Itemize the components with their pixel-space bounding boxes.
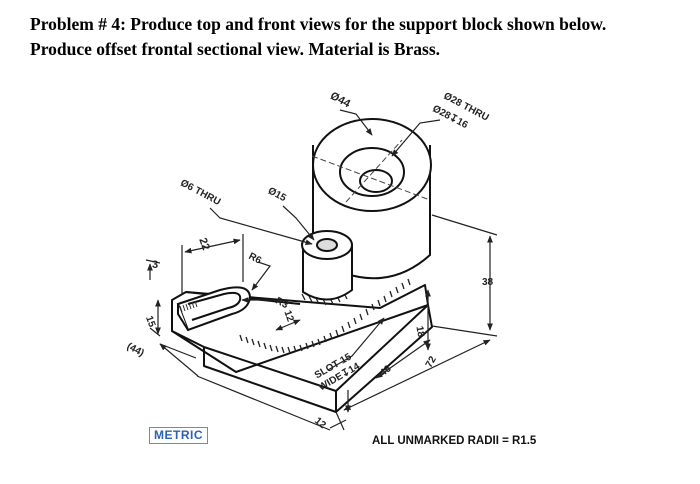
small-boss	[301, 230, 353, 301]
dim-12-bottom: 12	[312, 416, 328, 432]
slot-hatch	[179, 300, 198, 313]
dimension-lines	[145, 109, 498, 431]
dim-d15: Ø15	[266, 186, 288, 205]
dim-d44: Ø44	[328, 90, 353, 111]
center-marks-cylinder	[311, 139, 431, 203]
dim-15: 15	[143, 315, 157, 330]
dim-3: 3	[152, 259, 158, 271]
dim-18: 18	[413, 325, 426, 338]
problem-line-1: Problem # 4: Produce top and front views…	[30, 14, 607, 34]
dim-38: 38	[482, 277, 494, 288]
slot	[176, 286, 252, 332]
dim-44: (44)	[125, 341, 146, 359]
metric-label: METRIC	[149, 427, 208, 444]
dim-r3: R3	[273, 295, 290, 311]
dim-72: 72	[424, 354, 439, 370]
dim-22: 22	[196, 236, 211, 252]
dim-46: 46	[378, 363, 394, 379]
dim-r6: R6	[247, 251, 264, 267]
radii-note: ALL UNMARKED RADII = R1.5	[372, 435, 537, 447]
weld-hatch	[239, 278, 411, 354]
problem-statement: Problem # 4: Produce top and front views…	[30, 12, 690, 62]
dim-12: 12	[281, 309, 295, 324]
dim-d6-thru: Ø6 THRU	[178, 178, 222, 208]
problem-line-2: Produce offset frontal sectional view. M…	[30, 39, 441, 59]
